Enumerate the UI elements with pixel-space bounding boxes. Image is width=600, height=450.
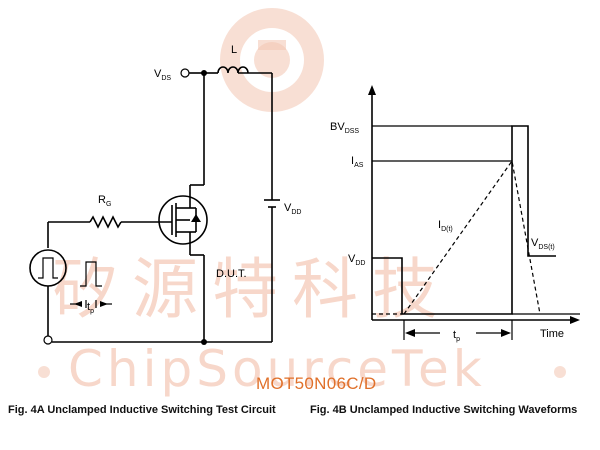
waveform-plot: BVDSS IAS VDD VDS(t) ID(t) tp Time: [330, 85, 580, 343]
junction-dot: [201, 339, 207, 345]
circuit-vdd-label: VDD: [284, 202, 301, 216]
id-label: ID(t): [438, 219, 453, 233]
gate-resistor: [89, 215, 122, 229]
vds-label: VDS: [154, 68, 171, 82]
waveform-caption: Fig. 4B Unclamped Inductive Switching Wa…: [310, 404, 578, 416]
bvdss-label: BVDSS: [330, 121, 359, 135]
vds-waveform: [372, 125, 556, 315]
bottom-left-terminal: [43, 335, 53, 345]
dut-label: D.U.T.: [216, 268, 247, 280]
watermark-cjk: 矽源特科技: [52, 251, 452, 328]
watermark-logo: [220, 8, 324, 112]
watermark-latin: ChipSourceTek: [68, 340, 486, 398]
inductor-label: L: [231, 44, 237, 56]
circuit-caption: Fig. 4A Unclamped Inductive Switching Te…: [8, 404, 276, 416]
time-label: Time: [540, 328, 564, 340]
vds-terminal: [180, 68, 190, 78]
watermark: 矽源特科技 ChipSourceTek: [38, 8, 566, 398]
rg-label: RG: [98, 194, 111, 208]
mosfet-dut: [158, 185, 208, 255]
waveform-tp-label: tp: [453, 329, 460, 343]
vdd-level-label: VDD: [348, 253, 365, 267]
vdst-label: VDS(t): [531, 237, 555, 251]
test-circuit: VDS L VDD: [29, 44, 301, 345]
gate-pulse: [80, 261, 102, 287]
inductor: [217, 66, 249, 74]
circuit-tp-label: tp: [87, 301, 94, 315]
part-number: MOT50N06C/D: [256, 374, 377, 393]
id-ramp: [403, 159, 541, 315]
ias-label: IAS: [351, 155, 364, 169]
